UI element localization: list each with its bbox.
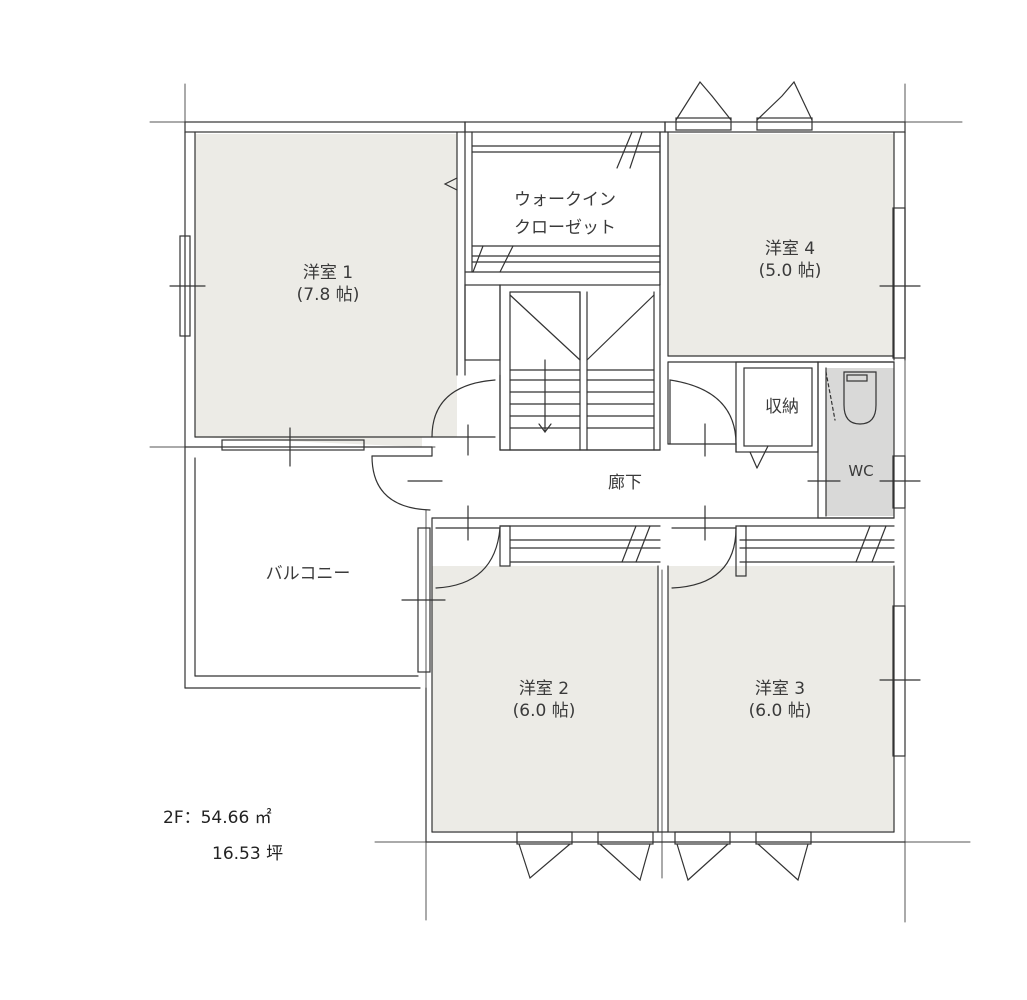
western3-floor: [668, 566, 894, 831]
wc-floor: [826, 368, 894, 516]
western2-label: 洋室 2 (6.0 帖): [484, 678, 604, 722]
wic-line1: ウォークイン: [514, 190, 616, 210]
western1-label: 洋室 1 (7.8 帖): [268, 262, 388, 306]
western4-floor: [668, 134, 894, 356]
balcony-label: バルコニー: [248, 563, 368, 585]
room-fills: [195, 134, 894, 831]
western4-size: (5.0 帖): [758, 261, 822, 281]
western4-name: 洋室 4: [764, 239, 816, 259]
western1-size: (7.8 帖): [296, 285, 360, 305]
western1-name: 洋室 1: [302, 263, 354, 283]
storage-wc-walls: [735, 361, 921, 519]
western3-size: (6.0 帖): [748, 701, 812, 721]
hallway-label: 廊下: [595, 472, 655, 494]
floor-area-m2: 2F：54.66 ㎡: [163, 808, 272, 828]
wic-label: ウォークイン クローゼット: [490, 186, 640, 242]
storage-name: 収納: [765, 397, 799, 417]
balcony-walls: [184, 446, 446, 689]
western2-floor: [432, 566, 658, 831]
staircase: [464, 284, 661, 451]
wc-label: WC: [836, 460, 886, 482]
floor-area-tsubo: 16.53 坪: [212, 844, 284, 864]
wc-name: WC: [848, 462, 874, 480]
western3-name: 洋室 3: [754, 679, 806, 699]
balcony-name: バルコニー: [265, 564, 351, 584]
storage-label: 収納: [752, 396, 812, 418]
western3-label: 洋室 3 (6.0 帖): [720, 678, 840, 722]
hallway-name: 廊下: [608, 473, 642, 493]
western2-size: (6.0 帖): [512, 701, 576, 721]
hallway-walls: [371, 361, 895, 589]
bottom-rooms-walls: [425, 517, 921, 882]
wic-line2: クローゼット: [514, 218, 616, 238]
western2-name: 洋室 2: [518, 679, 570, 699]
western1-walls: [169, 121, 466, 467]
western4-label: 洋室 4 (5.0 帖): [730, 238, 850, 282]
western1-floor: [195, 134, 457, 447]
